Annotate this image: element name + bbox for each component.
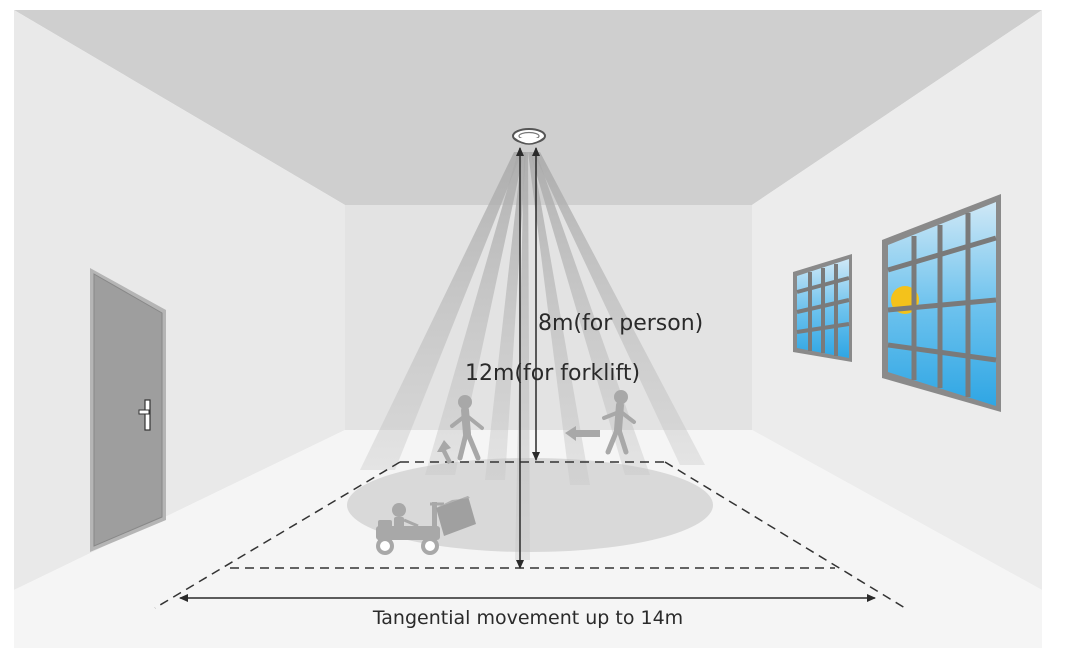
person-icon	[602, 390, 636, 455]
door-icon	[90, 268, 166, 552]
ceiling-sensor-icon	[512, 128, 546, 145]
forklift-icon	[376, 496, 476, 555]
person-icon	[450, 395, 484, 461]
window-icon	[793, 254, 852, 362]
sensor-beams	[360, 152, 705, 560]
movement-arrow-icon	[565, 426, 600, 441]
coverage-outline	[154, 461, 906, 609]
ceiling	[14, 10, 1042, 205]
person-range-label: 8m(for person)	[538, 311, 703, 336]
window-icon	[882, 194, 1001, 412]
tangential-label: Tangential movement up to 14m	[372, 607, 683, 629]
forklift-range-label: 12m(for forklift)	[465, 361, 640, 386]
movement-arrow-icon	[437, 440, 452, 464]
